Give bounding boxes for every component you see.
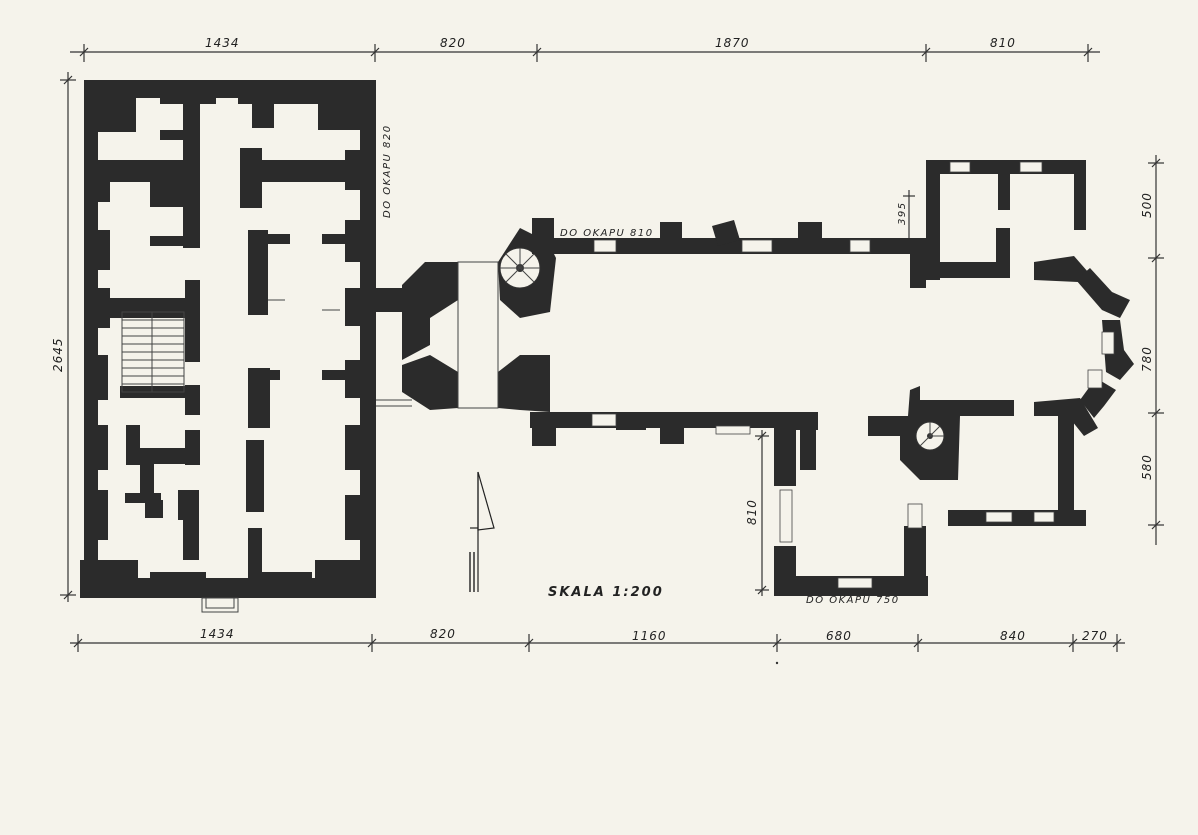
dim-right-2: 780 (1140, 346, 1154, 372)
tower-vestibule (402, 228, 556, 412)
dim-bottom-5: 840 (1000, 629, 1026, 643)
right-dimension-chain: 500 780 580 (1140, 155, 1164, 545)
spiral-stair-tower (499, 247, 541, 289)
dim-bottom-4: 680 (826, 629, 852, 643)
dim-top-2: 820 (440, 36, 466, 50)
chancel (868, 160, 1134, 596)
north-arrow-icon (469, 471, 495, 592)
dim-annex: 810 (745, 499, 759, 525)
tower-dimension: 395 (897, 190, 915, 244)
scale-label: SKALA 1:200 (548, 585, 664, 600)
dim-top-1: 1434 (205, 36, 240, 50)
dim-bottom-2: 820 (430, 627, 456, 641)
dim-top-3: 1870 (715, 36, 750, 50)
dim-bottom-1: 1434 (200, 627, 235, 641)
dim-bottom-6: 270 (1082, 629, 1108, 643)
nave (530, 218, 912, 446)
annex-dimension: 810 (745, 430, 769, 596)
dim-bottom-3: 1160 (632, 629, 667, 643)
main-building (80, 80, 376, 613)
top-dimension-chain: 1434 820 1870 810 (70, 36, 1100, 62)
note-eave-annex: DO OKAPU 750 (806, 595, 900, 606)
south-annex (774, 412, 928, 596)
dim-tower: 395 (897, 201, 908, 225)
dim-top-4: 810 (990, 36, 1016, 50)
note-eave-nave: DO OKAPU 810 (560, 228, 654, 239)
bottom-dimension-chain: 1434 820 1160 680 840 270 (70, 627, 1125, 665)
dim-right-1: 500 (1140, 192, 1154, 218)
dim-right-3: 580 (1140, 454, 1154, 480)
dim-left: 2645 (51, 337, 65, 372)
staircase (121, 311, 185, 393)
left-dimension: 2645 (51, 72, 76, 602)
note-eave-main: DO OKAPU 820 (382, 124, 393, 218)
